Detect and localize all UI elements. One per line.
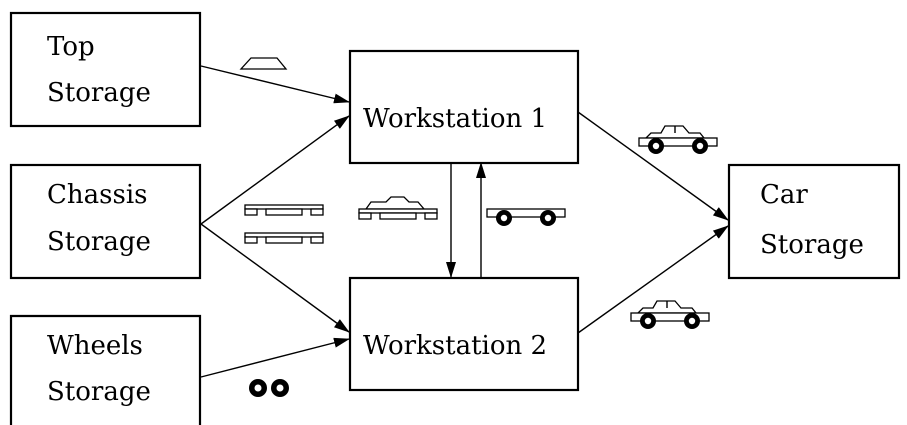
chassis-storage-label-line2: Storage	[47, 227, 151, 257]
node-car-storage: Car Storage	[727, 163, 901, 280]
top-storage-label-line1: Top	[47, 32, 95, 62]
edge-chassis-to-ws2	[200, 223, 350, 333]
wheels-icon	[249, 379, 289, 397]
wheels-storage-label-line2: Storage	[47, 377, 151, 407]
chassis-icon	[244, 232, 324, 244]
edge-top-to-ws1	[200, 65, 350, 104]
node-workstation-1: Workstation 1	[348, 49, 580, 165]
car-icon	[638, 125, 718, 154]
node-workstation-2: Workstation 2	[348, 276, 580, 392]
car-storage-label-line2: Storage	[760, 230, 864, 260]
car-icon	[630, 300, 710, 329]
chassis-icon	[244, 204, 324, 216]
chassis-with-top-icon	[358, 196, 438, 220]
edge-ws2-to-car	[577, 225, 729, 334]
workstation-2-label: Workstation 2	[363, 331, 547, 361]
edge-chassis-to-ws1	[200, 115, 350, 225]
edges	[200, 65, 729, 378]
wheels-storage-label-line1: Wheels	[47, 331, 143, 361]
chassis-storage-label-line1: Chassis	[47, 180, 147, 210]
node-wheels-storage: Wheels Storage	[9, 314, 202, 425]
chassis-with-wheels-icon	[486, 208, 566, 226]
edge-ws1-to-car	[577, 111, 729, 221]
workstation-1-label: Workstation 1	[363, 104, 547, 134]
node-chassis-storage: Chassis Storage	[9, 163, 202, 280]
node-top-storage: Top Storage	[9, 11, 202, 128]
top-icon	[239, 57, 288, 70]
car-storage-label-line1: Car	[760, 180, 808, 210]
edge-wheels-to-ws2	[200, 337, 350, 378]
top-storage-label-line2: Storage	[47, 78, 151, 108]
